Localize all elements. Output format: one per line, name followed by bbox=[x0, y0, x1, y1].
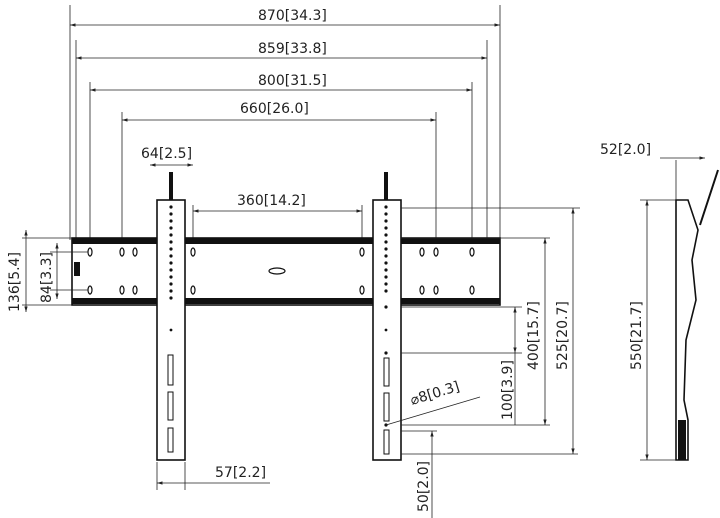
svg-text:870[34.3]: 870[34.3] bbox=[258, 8, 327, 24]
left-upright bbox=[156, 172, 186, 461]
svg-text:859[33.8]: 859[33.8] bbox=[258, 41, 327, 57]
dim-57: 57[2.2] bbox=[156, 462, 270, 490]
dim-84: 84[3.3] bbox=[39, 243, 88, 303]
svg-text:⌀8[0.3]: ⌀8[0.3] bbox=[408, 379, 461, 409]
svg-text:660[26.0]: 660[26.0] bbox=[240, 101, 309, 117]
dim-660: 660[26.0] bbox=[121, 101, 437, 245]
dim-52: 52[2.0] bbox=[600, 142, 705, 200]
dim-525: 525[20.7] bbox=[543, 238, 571, 425]
svg-text:525[20.7]: 525[20.7] bbox=[555, 301, 571, 370]
dim-550: 550[21.7] bbox=[629, 199, 676, 461]
svg-text:550[21.7]: 550[21.7] bbox=[629, 301, 645, 370]
dim-360: 360[14.2] bbox=[192, 193, 363, 240]
dim-400: 400[15.7] bbox=[513, 301, 542, 370]
dim-100: 100[3.9] bbox=[500, 353, 516, 425]
svg-text:64[2.5]: 64[2.5] bbox=[141, 146, 192, 162]
svg-text:57[2.2]: 57[2.2] bbox=[215, 465, 266, 481]
right-upright bbox=[372, 172, 402, 461]
dim-870: 870[34.3] bbox=[69, 5, 501, 240]
svg-text:50[2.0]: 50[2.0] bbox=[416, 461, 432, 512]
svg-text:84[3.3]: 84[3.3] bbox=[39, 252, 55, 303]
side-view bbox=[675, 169, 719, 461]
svg-text:52[2.0]: 52[2.0] bbox=[600, 142, 651, 158]
svg-text:136[5.4]: 136[5.4] bbox=[7, 252, 23, 312]
dim-859: 859[33.8] bbox=[75, 40, 488, 240]
dim-64: 64[2.5] bbox=[141, 146, 193, 167]
svg-text:800[31.5]: 800[31.5] bbox=[258, 73, 327, 89]
svg-text:400[15.7]: 400[15.7] bbox=[526, 301, 542, 370]
dim-800: 800[31.5] bbox=[89, 73, 473, 245]
horizontal-rail bbox=[71, 237, 501, 306]
dim-50: 50[2.0] bbox=[401, 430, 437, 518]
svg-text:360[14.2]: 360[14.2] bbox=[237, 193, 306, 209]
svg-text:100[3.9]: 100[3.9] bbox=[500, 360, 516, 420]
dim-136: 136[5.4] bbox=[7, 230, 72, 312]
